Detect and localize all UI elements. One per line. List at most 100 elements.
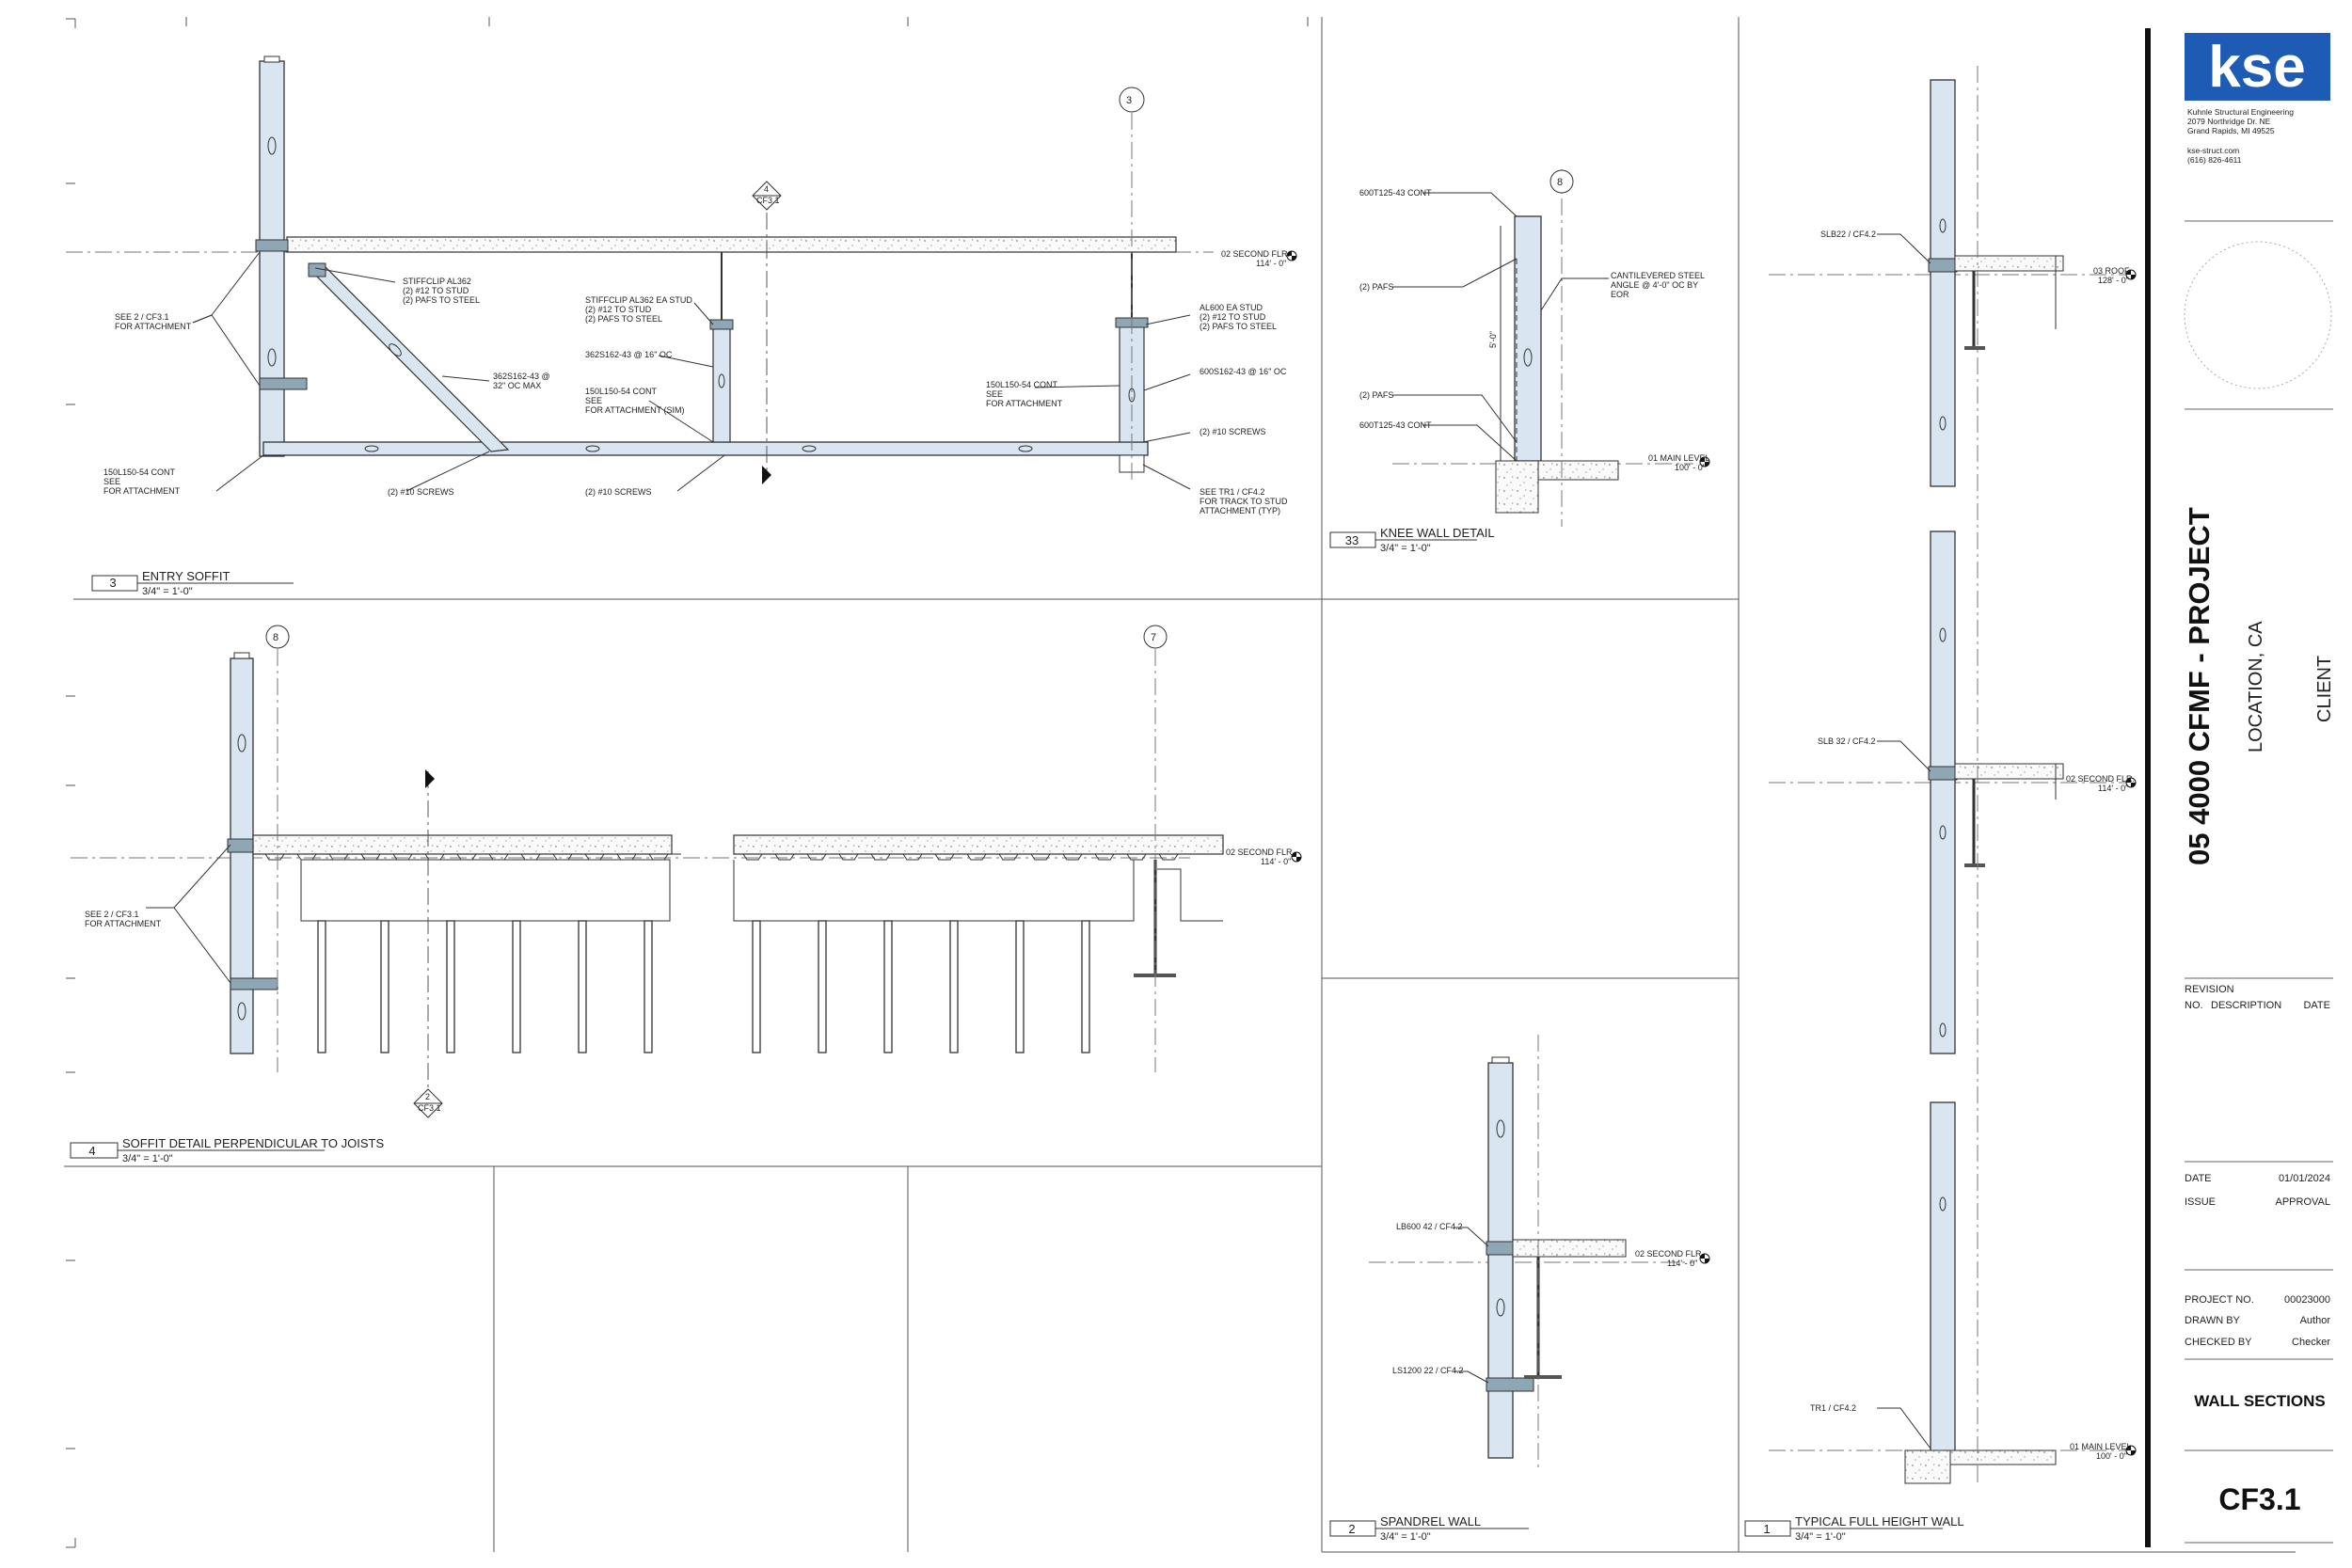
note: (2) PAFS TO STEEL [403, 295, 480, 305]
note: (2) #12 TO STUD [403, 286, 469, 295]
note: SEE 2 / CF3.1 [85, 910, 139, 919]
note: 362S162-43 @ [493, 372, 550, 381]
note: AL600 EA STUD [1200, 303, 1263, 312]
note: 150L150-54 CONT [585, 387, 658, 396]
grid-bubble-8 [265, 625, 290, 649]
note: ATTACHMENT (TYP) [1200, 506, 1280, 515]
detail-number: 3 [109, 576, 116, 590]
note: CANTILEVERED STEEL [1611, 271, 1705, 280]
grid-bubble-3 [1119, 87, 1145, 113]
revision-col: DESCRIPTION [2211, 1000, 2281, 1011]
note: (2) #12 TO STUD [585, 305, 652, 314]
note: 32" OC MAX [493, 381, 541, 390]
level-elev: 114' - 0" [2098, 784, 2128, 793]
note: ANGLE @ 4'-0" OC BY [1611, 280, 1698, 290]
meta-label: DRAWN BY [2185, 1315, 2241, 1326]
note: FOR ATTACHMENT (SIM) [585, 405, 685, 415]
level-label: 03 ROOF [2093, 266, 2130, 276]
grid-bubble-8 [1549, 169, 1574, 194]
seal-placeholder [2184, 241, 2332, 389]
detail-scale: 3/4" = 1'-0" [122, 1153, 173, 1164]
note: STIFFCLIP AL362 EA STUD [585, 295, 692, 305]
note: FOR TRACK TO STUD [1200, 497, 1288, 506]
detail-title: ENTRY SOFFIT [142, 569, 230, 583]
level-label: 01 MAIN LEVEL [2070, 1442, 2132, 1451]
note: LS1200 22 / CF4.2 [1392, 1366, 1464, 1375]
note: (2) PAFS [1359, 390, 1393, 400]
detail-title: KNEE WALL DETAIL [1380, 526, 1495, 540]
wall-stud [230, 657, 254, 1054]
concrete-slab-right [733, 834, 1224, 855]
drawing-notes: SEE 2 / CF3.1 FOR ATTACHMENT STIFFCLIP A… [85, 95, 2135, 1461]
firm-address: 2079 Northridge Dr. NE [2187, 117, 2271, 126]
level-elev: 128' - 0" [2098, 276, 2129, 285]
detail-number: 2 [1348, 1522, 1355, 1536]
project-title: 05 4000 CFMF - PROJECT [2183, 507, 2216, 865]
note: (2) PAFS TO STEEL [1200, 322, 1277, 331]
detail-scale: 3/4" = 1'-0" [1795, 1531, 1846, 1543]
project-client: CLIENT [2314, 656, 2335, 722]
note: SLB 32 / CF4.2 [1818, 736, 1876, 746]
note: (2) #10 SCREWS [1200, 427, 1266, 436]
note: FOR ATTACHMENT [85, 919, 162, 928]
detail-2-spandrel-wall [1369, 1035, 1710, 1467]
detail-title: TYPICAL FULL HEIGHT WALL [1795, 1514, 1964, 1528]
section-num: 4 [764, 184, 769, 194]
meta-label: CHECKED BY [2185, 1337, 2252, 1348]
note: (2) #10 SCREWS [585, 487, 652, 497]
detail-title: SOFFIT DETAIL PERPENDICULAR TO JOISTS [122, 1136, 384, 1150]
knee-wall-stud [1514, 215, 1542, 462]
revision-col: NO. [2185, 1000, 2203, 1011]
concrete-slab [286, 236, 1177, 253]
level-label: 02 SECOND FLR. [2066, 774, 2135, 784]
note: 150L150-54 CONT [986, 380, 1058, 389]
note: (2) #12 TO STUD [1200, 312, 1266, 322]
wall-stud [259, 60, 285, 457]
note: SEE 2 / CF3.1 [115, 312, 169, 322]
detail-number: 1 [1763, 1522, 1770, 1536]
level-label: 02 SECOND FLR. [1226, 847, 1295, 857]
meta-label: DATE [2185, 1173, 2212, 1184]
sheet-name: WALL SECTIONS [2194, 1392, 2325, 1410]
note: 600S162-43 @ 16" OC [1200, 367, 1287, 376]
level-elev: 114' - 0" [1256, 259, 1286, 268]
dimension: 5'-0" [1488, 331, 1498, 348]
note: SEE TR1 / CF4.2 [1200, 487, 1264, 497]
grid-label: 8 [273, 632, 278, 643]
detail-titles: 3 ENTRY SOFFIT 3/4" = 1'-0" 4 SOFFIT DET… [70, 526, 1964, 1543]
detail-3-entry-soffit [66, 55, 1297, 492]
meta-value: APPROVAL [2276, 1196, 2331, 1208]
project-location: LOCATION, CA [2246, 621, 2266, 752]
grid-label: 8 [1557, 177, 1563, 188]
note: (2) #10 SCREWS [388, 487, 454, 497]
meta-label: ISSUE [2185, 1196, 2216, 1208]
detail-scale: 3/4" = 1'-0" [1380, 543, 1431, 554]
note: LB600 42 / CF4.2 [1396, 1222, 1463, 1231]
tick-marks [66, 17, 1309, 1548]
firm-phone: (616) 826-4611 [2187, 155, 2242, 165]
level-elev: 100' - 0" [1675, 463, 1706, 472]
note: FOR ATTACHMENT [986, 399, 1063, 408]
meta-value: Author [2300, 1315, 2331, 1326]
meta-value: 01/01/2024 [2279, 1173, 2330, 1184]
grid-label: 3 [1126, 95, 1132, 106]
detail-1-typical-full-height-wall [1769, 66, 2137, 1486]
concrete-slab-left [252, 834, 673, 855]
note: FOR ATTACHMENT [115, 322, 192, 331]
section-sheet: CF3.1 [756, 196, 780, 205]
note: (2) PAFS TO STEEL [585, 314, 662, 324]
firm-name: Kuhnle Structural Engineering [2187, 107, 2294, 117]
detail-4-soffit-perpendicular [71, 625, 1302, 1118]
firm-address: Grand Rapids, MI 49525 [2187, 126, 2275, 135]
revision-label: REVISION [2185, 984, 2234, 995]
meta-value: 00023000 [2284, 1294, 2330, 1306]
meta-label: PROJECT NO. [2185, 1294, 2254, 1306]
note: STIFFCLIP AL362 [403, 277, 471, 286]
title-block: kse Kuhnle Structural Engineering 2079 N… [2145, 28, 2335, 1547]
note: (2) PAFS [1359, 282, 1393, 292]
section-num: 2 [425, 1092, 430, 1101]
note: TR1 / CF4.2 [1810, 1403, 1856, 1413]
note: SLB22 / CF4.2 [1820, 230, 1876, 239]
note: 362S162-43 @ 16" OC [585, 350, 673, 359]
grid-bubble-7 [1143, 625, 1168, 649]
